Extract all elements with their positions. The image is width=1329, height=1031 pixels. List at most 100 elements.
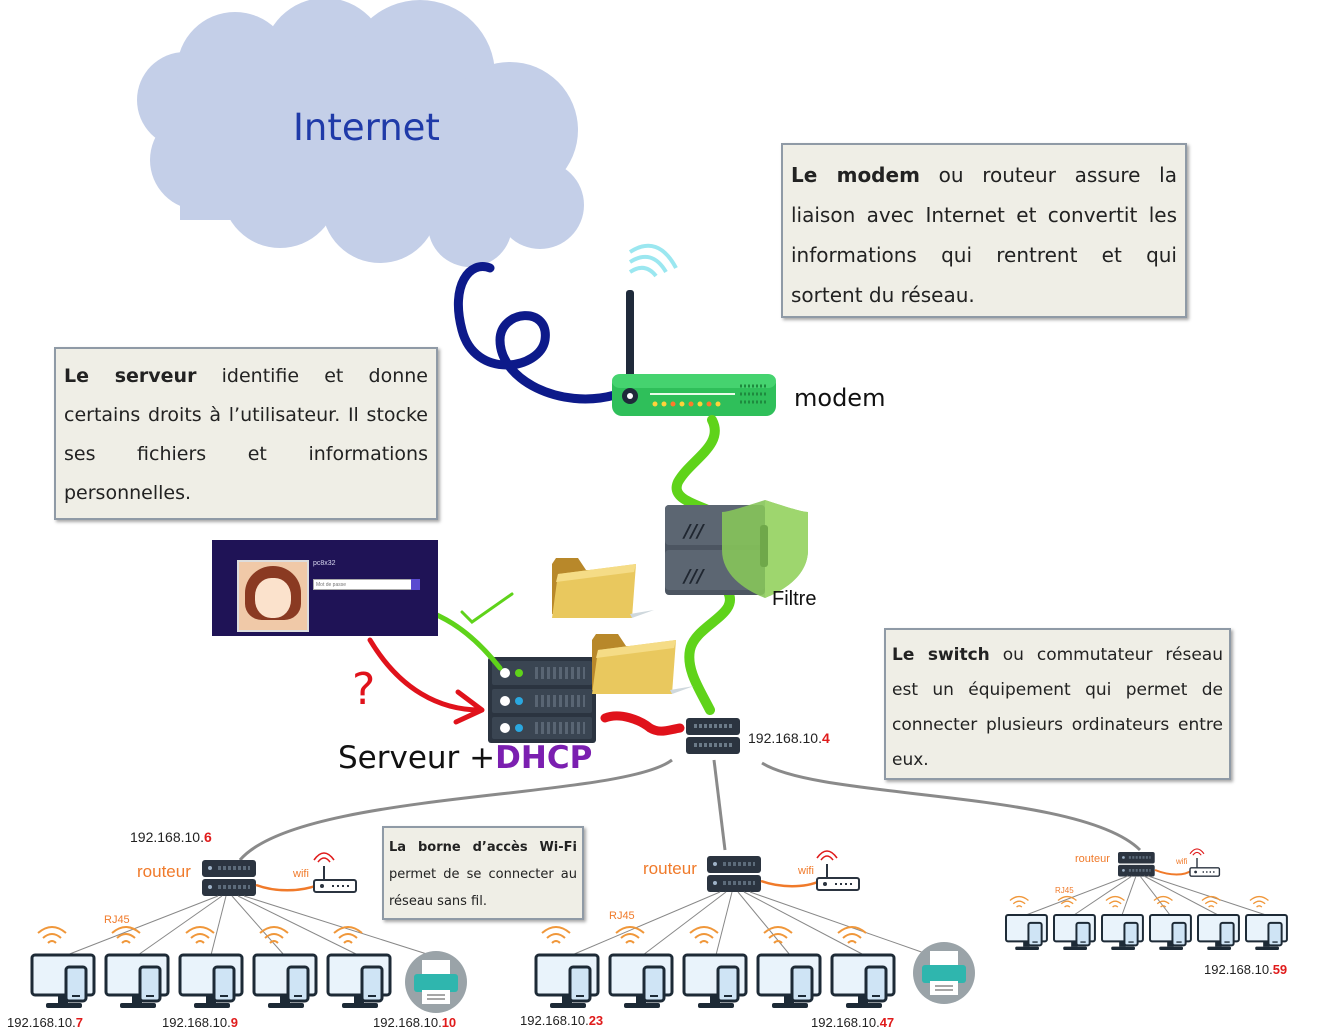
switch-note: Le switch ou commutateur réseau est un é…	[884, 628, 1231, 780]
wifi-note: La borne d’accès Wi-Fi permet de se conn…	[382, 826, 584, 920]
ip-prefix: 192.168.10.	[130, 829, 204, 845]
green-cable-lower	[684, 587, 735, 715]
wifi-label: wifi	[293, 868, 309, 880]
ip-prefix: 192.168.10.	[162, 1015, 231, 1030]
network-line	[238, 758, 673, 861]
router-group-2	[534, 850, 976, 1010]
ip-prefix: 192.168.10.	[748, 730, 822, 746]
firewall-device: /// ///	[665, 500, 808, 598]
wifi-label: wifi	[1176, 857, 1188, 866]
ip-prefix: 192.168.10.	[1204, 962, 1273, 977]
ip-suffix: 4	[821, 730, 830, 746]
red-arrow-head	[453, 689, 485, 725]
check-mark	[460, 592, 514, 624]
main-switch	[686, 718, 740, 754]
wifi-access-point-icon	[816, 850, 860, 891]
computer-icon	[178, 925, 244, 1010]
internet-cloud	[137, 0, 584, 267]
dhcp-label: DHCP	[495, 740, 593, 776]
server-note-text: identifie et donne certains droits à l’u…	[64, 365, 428, 504]
rj45-label: RJ45	[104, 914, 130, 926]
computer-icon	[252, 925, 318, 1010]
server-note-title: Le serveur	[64, 365, 197, 387]
red-arrow	[367, 637, 483, 713]
ip-prefix: 192.168.10.	[520, 1013, 589, 1028]
computer-ip: 192.168.10.59	[1204, 962, 1287, 977]
question-mark: ?	[352, 664, 376, 715]
computer-icon	[30, 925, 96, 1010]
switch-ip: 192.168.10.4	[748, 730, 830, 746]
wifi-access-point-icon	[313, 852, 357, 893]
ip-suffix: 6	[203, 829, 212, 845]
computer-icon	[1005, 895, 1048, 951]
ip-prefix: 192.168.10.	[373, 1015, 442, 1030]
ip-suffix: 47	[879, 1015, 895, 1030]
wifi-access-point-icon	[1189, 848, 1221, 877]
server-label-prefix: Serveur +	[338, 740, 496, 776]
router-ip: 192.168.10.6	[130, 829, 212, 845]
computer-ip: 192.168.10.7	[7, 1015, 83, 1030]
router-label: routeur	[1075, 853, 1110, 865]
server-device	[488, 657, 596, 743]
login-username: pc8x32	[313, 560, 336, 567]
svg-text:///: ///	[682, 521, 705, 542]
folder-icon	[592, 634, 694, 694]
filter-label: Filtre	[772, 588, 817, 610]
printer-icon	[912, 941, 976, 1005]
ip-prefix: 192.168.10.	[7, 1015, 76, 1030]
password-field[interactable]	[313, 579, 415, 590]
router-group-3	[1005, 848, 1288, 951]
router-group-1	[30, 852, 468, 1014]
router-icon	[200, 858, 258, 898]
computer-icon	[1245, 895, 1288, 951]
computer-icon	[534, 925, 600, 1010]
computer-ip: 192.168.10.47	[811, 1015, 894, 1030]
router-label: routeur	[137, 862, 191, 881]
wifi-label: wifi	[798, 865, 814, 877]
wifi-note-text: permet de se connecter au réseau sans fi…	[389, 867, 577, 909]
avatar	[237, 560, 309, 632]
modem-note: Le modem ou routeur assure la liaison av…	[781, 143, 1187, 318]
computer-icon	[756, 925, 822, 1010]
computer-icon	[682, 925, 748, 1010]
ip-suffix: 10	[441, 1015, 457, 1030]
router-icon	[705, 854, 763, 894]
server-cable	[600, 711, 685, 736]
internet-cable	[453, 262, 620, 404]
computer-icon	[608, 925, 674, 1010]
ip-suffix: 9	[230, 1015, 238, 1030]
green-cable-upper	[671, 415, 720, 517]
computer-icon	[104, 925, 170, 1010]
wifi-note-title: La borne d’accès Wi-Fi	[389, 840, 577, 855]
svg-text:///: ///	[682, 566, 705, 587]
ip-suffix: 59	[1272, 962, 1288, 977]
printer-ip: 192.168.10.10	[373, 1015, 456, 1030]
switch-note-text: ou commutateur réseau est un équipement …	[892, 645, 1223, 770]
computer-ip: 192.168.10.9	[162, 1015, 238, 1030]
network-line	[712, 759, 727, 851]
modem-note-text: ou routeur assure la liaison avec Intern…	[791, 163, 1177, 307]
internet-label: Internet	[293, 106, 440, 149]
server-label: Serveur +DHCP	[338, 740, 592, 776]
ip-prefix: 192.168.10.	[811, 1015, 880, 1030]
ip-suffix: 7	[75, 1015, 83, 1030]
server-note: Le serveur identifie et donne certains d…	[54, 347, 438, 520]
rj45-label: RJ45	[1055, 886, 1074, 895]
network-line	[761, 761, 1142, 852]
switch-note-title: Le switch	[892, 645, 990, 665]
computer-ip: 192.168.10.23	[520, 1013, 603, 1028]
modem-device	[612, 243, 776, 416]
folder-icon	[552, 558, 654, 618]
face-shape	[255, 578, 291, 618]
router-icon	[1116, 850, 1157, 878]
printer-icon	[404, 950, 468, 1014]
computer-icon	[1149, 895, 1192, 951]
modem-label: modem	[794, 384, 886, 412]
ip-suffix: 23	[588, 1013, 604, 1028]
router-label: routeur	[643, 859, 697, 878]
modem-note-title: Le modem	[791, 163, 920, 187]
rj45-label: RJ45	[609, 910, 635, 922]
login-submit-button[interactable]	[411, 579, 420, 590]
login-screen: pc8x32	[212, 540, 438, 636]
